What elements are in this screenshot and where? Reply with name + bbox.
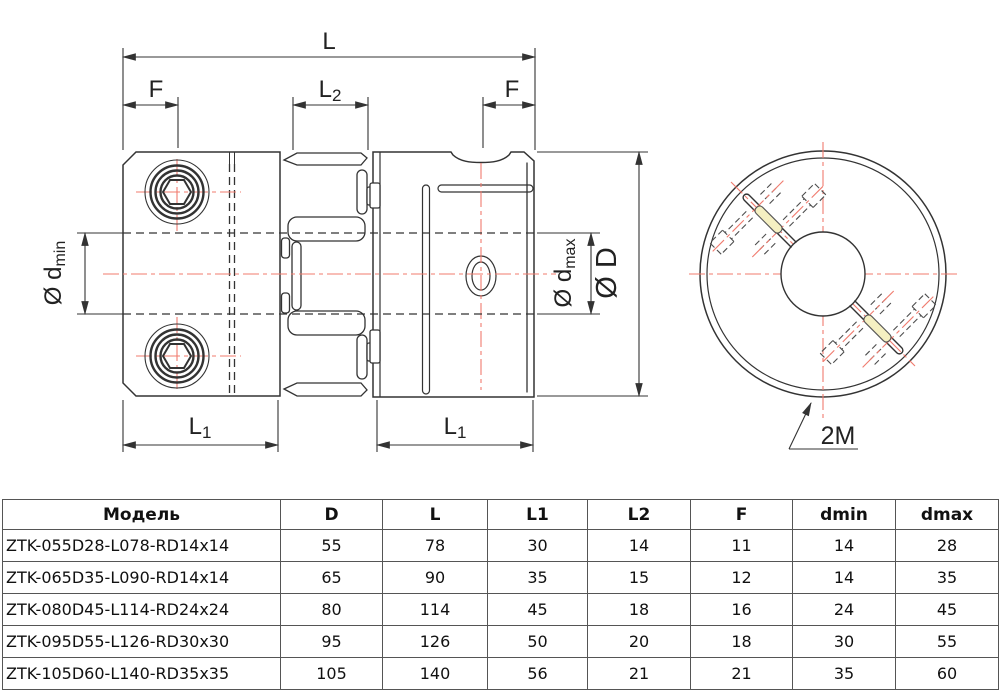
dim-L2: L2	[291, 76, 370, 109]
technical-drawing: L F L2 F L1 L1 Ø dmin Ø dmax	[40, 28, 958, 452]
table-row: ZTK-055D28-L078-RD14x14 55 78 30 14 11 1…	[2, 529, 999, 562]
dimensions: L F L2 F L1 L1 Ø dmin Ø dmax	[40, 28, 648, 452]
jaw-spider-section	[280, 152, 381, 397]
model-cell: ZTK-105D60-L140-RD35x35	[2, 657, 281, 690]
dim-d-max: Ø dmax	[550, 231, 595, 316]
col-header-d: D	[280, 499, 383, 530]
svg-text:L1: L1	[189, 413, 212, 442]
svg-text:L2: L2	[319, 76, 342, 105]
clamp-screw-bottom-icon	[136, 317, 241, 390]
table-row: ZTK-065D35-L090-RD14x14 65 90 35 15 12 1…	[2, 561, 999, 594]
model-cell: ZTK-095D55-L126-RD30x30	[2, 625, 281, 658]
svg-text:Ø dmax: Ø dmax	[550, 239, 579, 308]
model-cell: ZTK-080D45-L114-RD24x24	[2, 593, 281, 626]
svg-text:F: F	[505, 76, 520, 103]
svg-text:L1: L1	[444, 413, 467, 442]
dim-L1-left: L1	[121, 413, 280, 449]
dim-d-min: Ø dmin	[40, 231, 89, 316]
table-row: ZTK-095D55-L126-RD30x30 95 126 50 20 18 …	[2, 625, 999, 658]
col-header-dmax: dmax	[895, 499, 999, 530]
dim-L1-right: L1	[375, 413, 535, 449]
dim-F-right: F	[481, 76, 537, 109]
end-view: 2M	[689, 142, 958, 450]
clamp-screw-top-icon	[136, 159, 241, 232]
model-cell: ZTK-055D28-L078-RD14x14	[2, 529, 281, 562]
col-header-l: L	[382, 499, 488, 530]
svg-text:Ø D: Ø D	[591, 247, 623, 299]
dim-D: Ø D	[591, 150, 643, 398]
table-row: ZTK-080D45-L114-RD24x24 80 114 45 18 16 …	[2, 593, 999, 626]
col-header-f: F	[690, 499, 793, 530]
dim-F-left: F	[121, 76, 180, 109]
bore-circle	[780, 231, 866, 317]
svg-text:F: F	[149, 76, 164, 103]
side-view	[103, 151, 556, 398]
col-header-l2: L2	[587, 499, 691, 530]
svg-text:L: L	[322, 28, 335, 55]
screw-callout: 2M	[788, 401, 858, 450]
table-header-row: Модель D L L1 L2 F dmin dmax	[2, 499, 999, 530]
col-header-dmin: dmin	[792, 499, 896, 530]
svg-text:Ø dmin: Ø dmin	[40, 241, 69, 305]
col-header-l1: L1	[487, 499, 588, 530]
model-cell: ZTK-065D35-L090-RD14x14	[2, 561, 281, 594]
table-row: ZTK-105D60-L140-RD35x35 105 140 56 21 21…	[2, 657, 999, 690]
col-header-model: Модель	[2, 499, 281, 530]
spec-table: Модель D L L1 L2 F dmin dmax ZTK-055D28-…	[2, 499, 999, 690]
svg-text:2M: 2M	[821, 422, 856, 450]
dim-L: L	[121, 28, 537, 61]
